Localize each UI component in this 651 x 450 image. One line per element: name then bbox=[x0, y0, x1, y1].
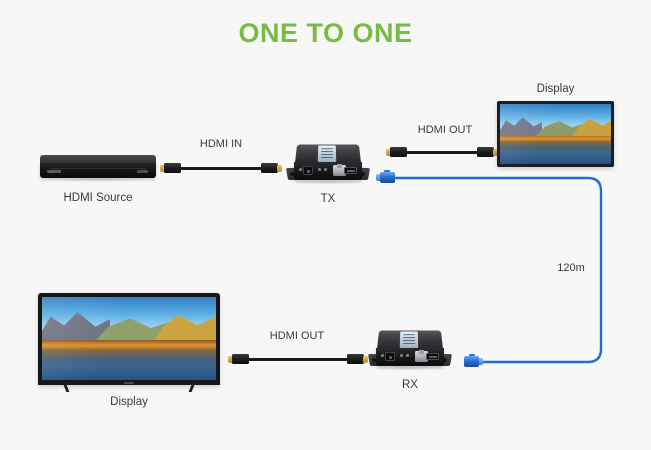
rj45-connector-body bbox=[380, 172, 395, 183]
device-shadow bbox=[289, 180, 367, 184]
device-shadow bbox=[371, 366, 449, 370]
hdmi-out-bottom-cable bbox=[228, 352, 368, 366]
status-led bbox=[299, 168, 302, 171]
page-title: ONE TO ONE bbox=[238, 18, 413, 48]
hdmi-out-top-label: HDMI OUT bbox=[417, 124, 473, 136]
display-top-caption: Display bbox=[536, 83, 575, 95]
hdmi-plug-right bbox=[261, 163, 278, 173]
hdmi-gold-tip-right bbox=[363, 355, 368, 363]
cable-wire bbox=[174, 167, 268, 170]
display-top-monitor bbox=[497, 101, 614, 167]
rx-extender-unit bbox=[367, 326, 453, 372]
hdmi-gold-tip-left bbox=[386, 148, 391, 156]
monitor-bezel bbox=[497, 101, 614, 167]
hdmi-port bbox=[426, 353, 439, 360]
hdmi-out-bottom-label: HDMI OUT bbox=[269, 330, 325, 342]
tv-screen-image bbox=[42, 297, 216, 381]
status-led bbox=[406, 354, 409, 357]
hdmi-source-caption: HDMI Source bbox=[63, 192, 133, 204]
status-led bbox=[324, 168, 327, 171]
dc-power-jack bbox=[385, 352, 395, 361]
hdmi-out-top-cable bbox=[386, 145, 498, 159]
rx-caption: RX bbox=[402, 379, 418, 391]
hdmi-in-cable bbox=[160, 161, 282, 175]
tv-brand-logo bbox=[124, 381, 134, 384]
tv-bezel bbox=[38, 293, 220, 385]
status-led bbox=[381, 354, 384, 357]
cable-wire bbox=[400, 151, 484, 154]
tx-caption: TX bbox=[320, 193, 336, 205]
hdmi-gold-tip-left bbox=[160, 164, 165, 172]
rx-top-sticker bbox=[399, 331, 419, 349]
dc-power-jack bbox=[303, 166, 313, 175]
cable-wire bbox=[242, 358, 354, 361]
player-top-panel bbox=[40, 155, 156, 164]
rx-front-panel bbox=[376, 348, 444, 366]
disc-slot bbox=[50, 168, 146, 169]
device-shadow bbox=[44, 178, 152, 181]
brand-logo bbox=[47, 170, 61, 173]
hdmi-gold-tip-left bbox=[228, 355, 233, 363]
hdmi-source-device bbox=[40, 155, 156, 181]
status-led bbox=[400, 354, 403, 357]
screen-glare bbox=[500, 104, 611, 164]
hdmi-gold-tip-right bbox=[277, 164, 282, 172]
player-front-panel bbox=[40, 163, 156, 178]
rj45-connector-body bbox=[464, 356, 479, 367]
screen-glare bbox=[42, 297, 216, 381]
rj45-port bbox=[333, 164, 346, 176]
hdmi-plug-left bbox=[232, 354, 249, 364]
tx-top-sticker bbox=[317, 145, 337, 163]
monitor-screen-image bbox=[500, 104, 611, 164]
cat-cable-plug-rx bbox=[463, 354, 483, 367]
hdmi-plug-right bbox=[477, 147, 494, 157]
hdmi-plug-right bbox=[347, 354, 364, 364]
hdmi-in-label: HDMI IN bbox=[199, 138, 243, 150]
tx-front-panel bbox=[294, 162, 362, 180]
hdmi-plug-left bbox=[164, 163, 181, 173]
cat-cable-plug-tx bbox=[376, 170, 396, 183]
display-bottom-caption: Display bbox=[110, 396, 148, 408]
player-badge bbox=[137, 170, 148, 173]
rj45-strain-boot bbox=[376, 174, 383, 181]
hdmi-port bbox=[344, 167, 357, 174]
status-led bbox=[318, 168, 321, 171]
tx-extender-unit bbox=[285, 140, 371, 186]
display-bottom-tv bbox=[38, 293, 220, 392]
rj45-port bbox=[415, 350, 428, 362]
cable-distance-label: 120m bbox=[557, 262, 585, 274]
hdmi-gold-tip-right bbox=[493, 148, 498, 156]
hdmi-plug-left bbox=[390, 147, 407, 157]
